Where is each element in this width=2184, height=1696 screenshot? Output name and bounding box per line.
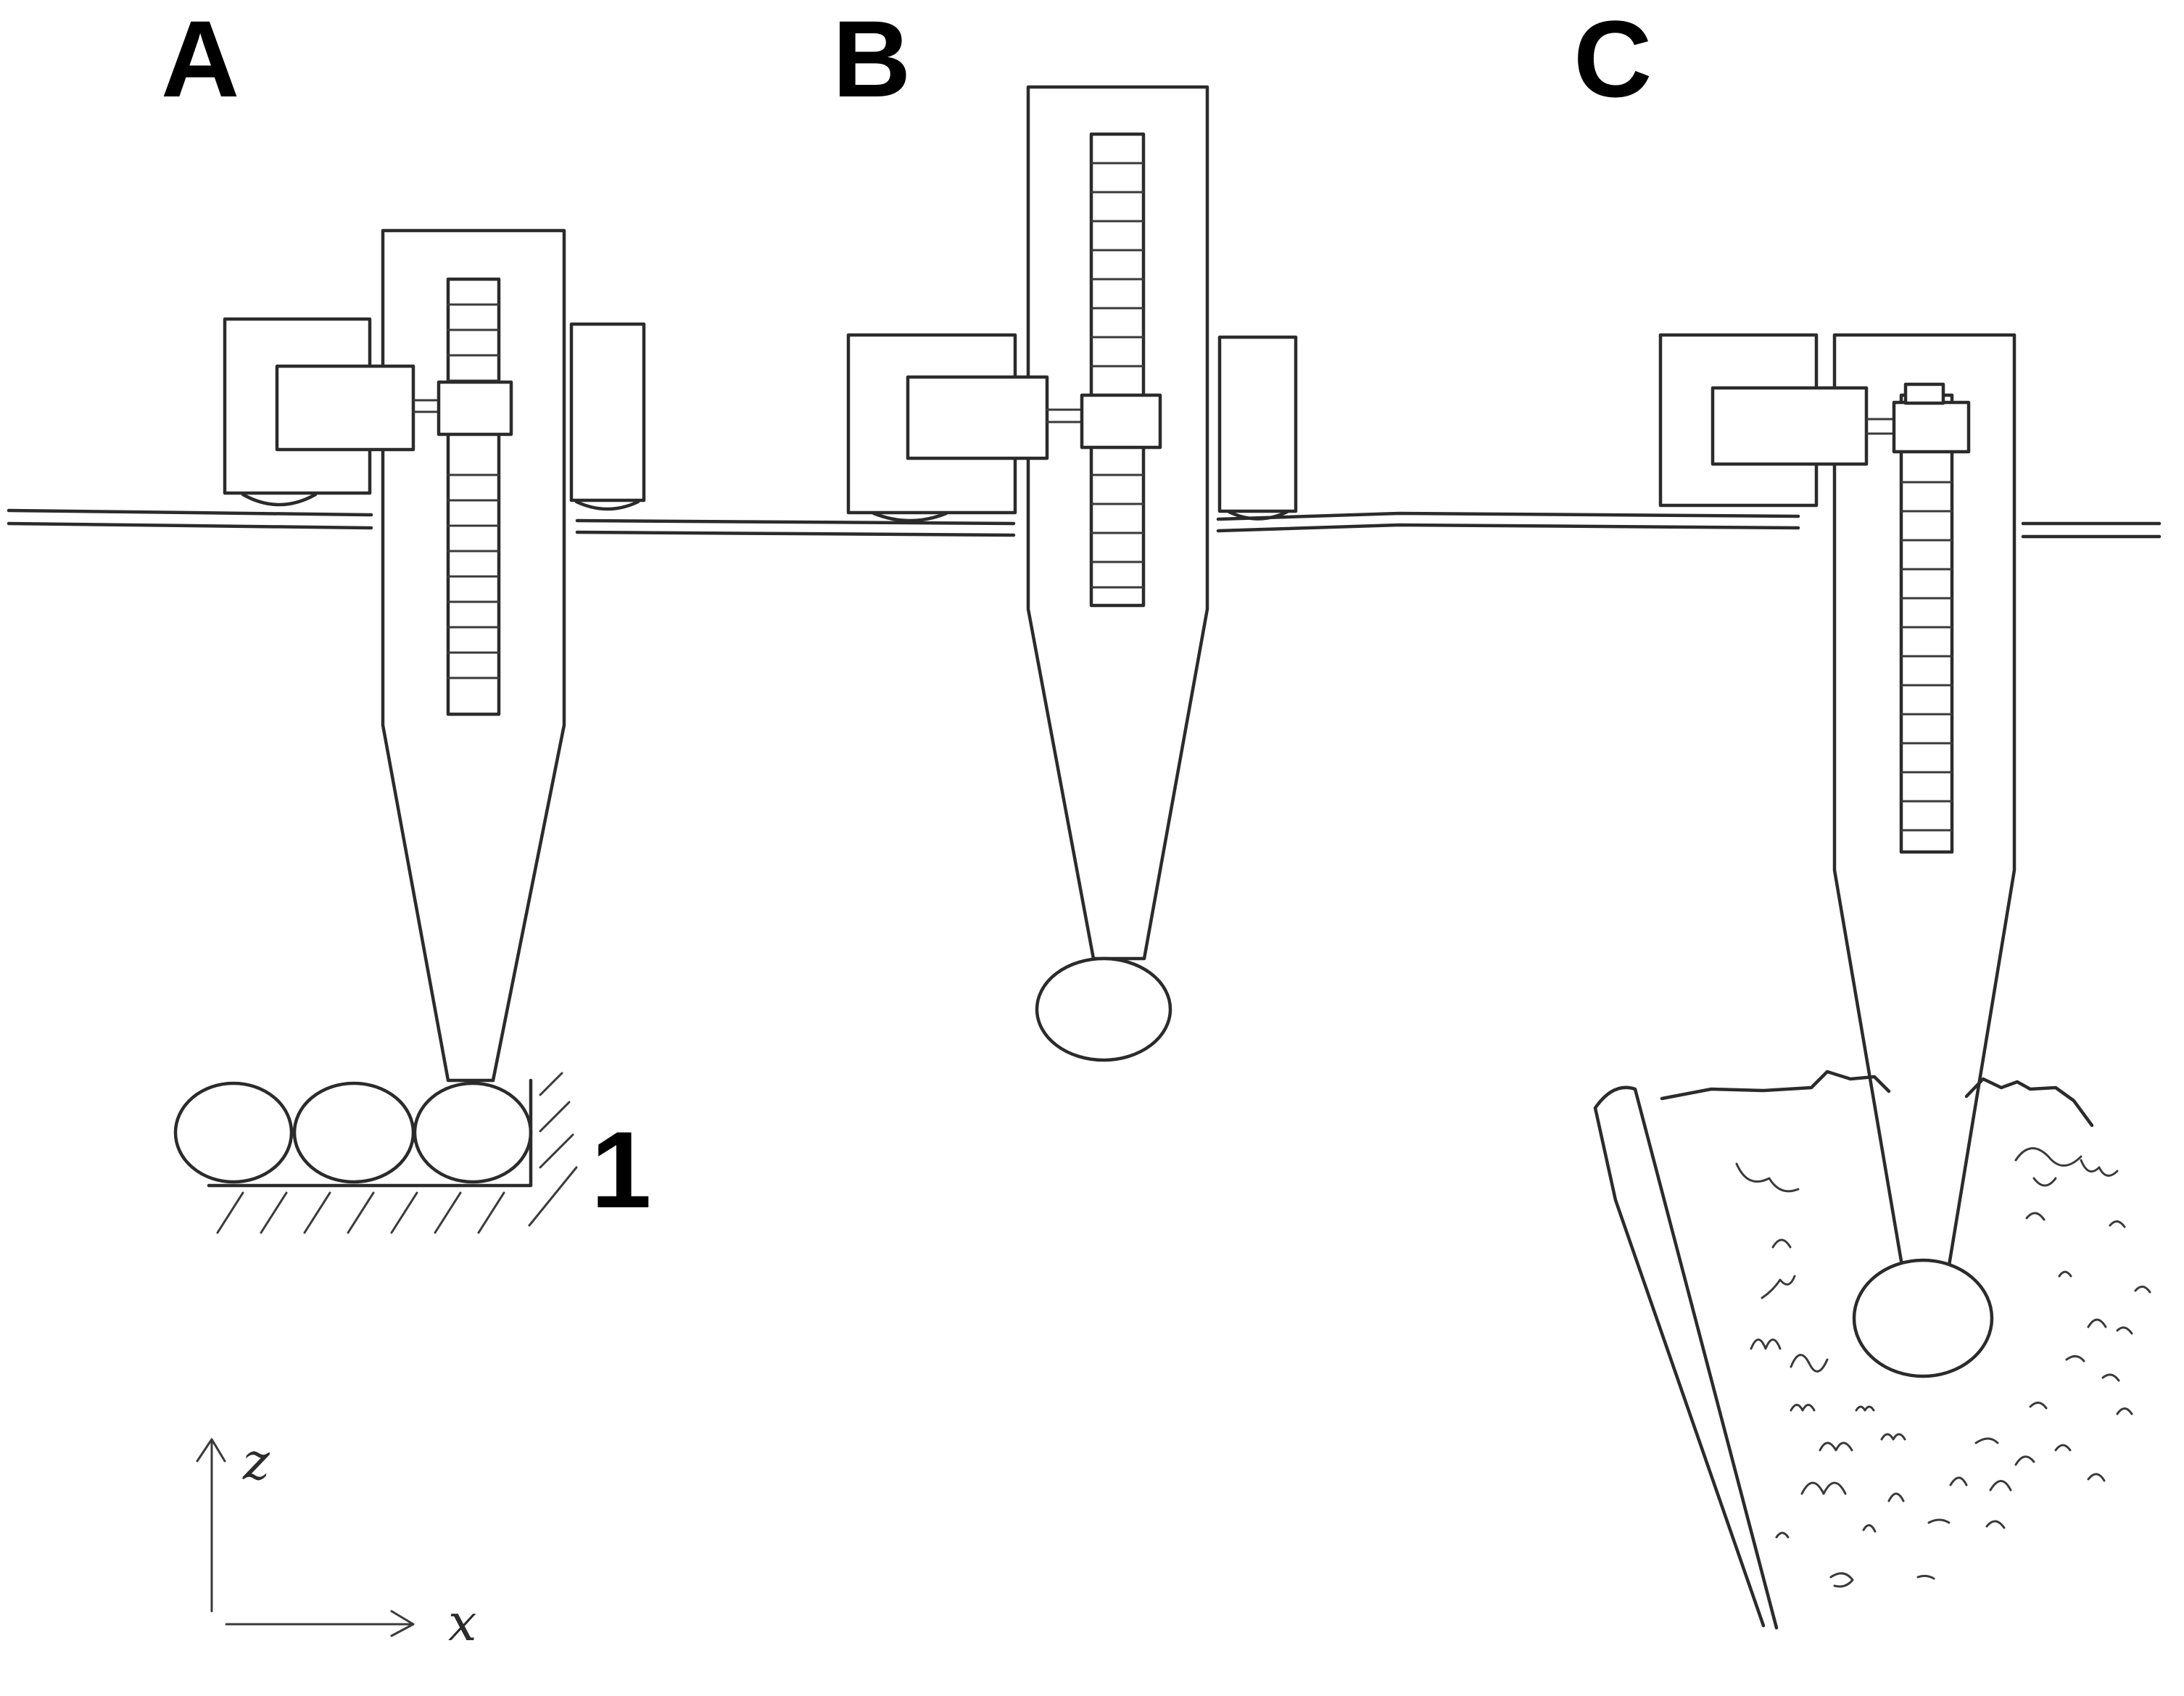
bulk-material-surface-left bbox=[1660, 1070, 1891, 1101]
overhead-rail bbox=[7, 508, 2162, 539]
x-axis-arrow bbox=[225, 1610, 415, 1637]
z-axis-label: z bbox=[242, 1432, 270, 1492]
object-a-1 bbox=[173, 1081, 294, 1184]
gripped-object-c bbox=[1852, 1258, 1994, 1378]
rack-a bbox=[446, 277, 501, 716]
carriage-wheel-left-b bbox=[872, 511, 948, 523]
drive-shaft-c bbox=[1865, 418, 1895, 435]
drive-motor-a bbox=[275, 364, 415, 452]
base-hatching-a bbox=[216, 1072, 578, 1234]
gripper-unit-b bbox=[846, 85, 1298, 1062]
drive-shaft-b bbox=[1046, 408, 1083, 423]
carriage-wheel-left-a bbox=[241, 492, 318, 507]
panel-label-c: C bbox=[1573, 0, 1652, 120]
x-axis-label: x bbox=[448, 1593, 476, 1652]
carriage-wheel-right-b bbox=[1227, 510, 1289, 521]
z-axis-arrow bbox=[196, 1438, 226, 1613]
rack-teeth-c bbox=[1900, 481, 1953, 832]
support-base-a bbox=[207, 1078, 533, 1188]
gripper-unit-c bbox=[1593, 333, 2151, 1630]
panel-label-a: A bbox=[161, 0, 239, 120]
drive-motor-c bbox=[1711, 386, 1869, 466]
rack-c bbox=[1899, 393, 1954, 854]
bulk-material-texture bbox=[1735, 1147, 2151, 1588]
coordinate-axes: z x bbox=[196, 1432, 476, 1652]
carriage-wheel-right-a bbox=[574, 500, 640, 511]
gripped-object-a bbox=[413, 1081, 533, 1184]
drive-motor-b bbox=[906, 375, 1049, 460]
drive-shaft-a bbox=[412, 399, 440, 413]
object-a-2 bbox=[292, 1081, 415, 1184]
pinion-cap-c bbox=[1903, 382, 1945, 405]
gripped-object-b bbox=[1035, 956, 1172, 1062]
rack-teeth-b bbox=[1090, 162, 1145, 589]
bulk-material-surface-right bbox=[1964, 1077, 2094, 1128]
carriage-right-b bbox=[1217, 335, 1298, 513]
pinion-housing-b bbox=[1080, 393, 1162, 450]
carriage-right-a bbox=[569, 322, 646, 502]
rack-b bbox=[1089, 132, 1146, 608]
gripper-unit-a: 1 bbox=[173, 228, 651, 1234]
panel-label-b: B bbox=[832, 0, 911, 120]
container-wall bbox=[1593, 1085, 1779, 1630]
reference-numeral-1: 1 bbox=[591, 1109, 651, 1230]
pinion-housing-c bbox=[1892, 400, 1971, 454]
pinion-housing-a bbox=[437, 380, 513, 437]
